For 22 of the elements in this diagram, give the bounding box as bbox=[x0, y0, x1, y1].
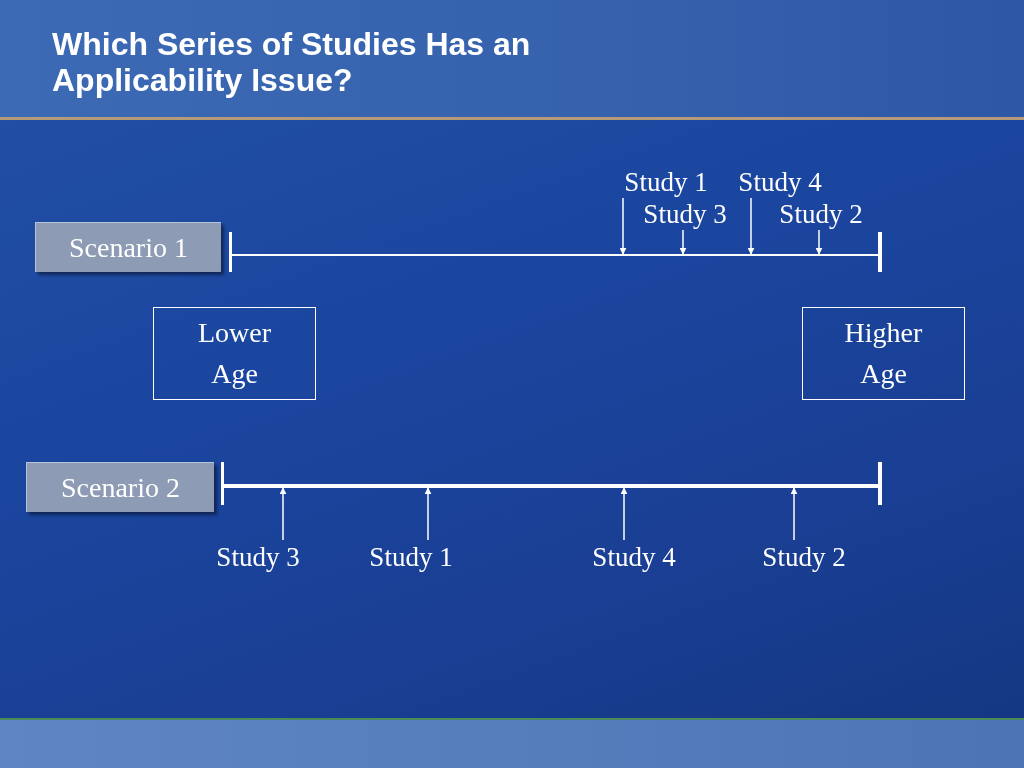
arrow bbox=[747, 197, 755, 255]
study-label: Study 2 bbox=[766, 198, 876, 230]
timeline-line bbox=[230, 254, 880, 256]
study-label: Study 4 bbox=[726, 166, 834, 198]
arrow bbox=[790, 487, 798, 541]
scenario-label: Scenario 2 bbox=[26, 462, 214, 512]
arrow bbox=[620, 487, 628, 541]
arrow bbox=[679, 229, 687, 255]
age-box: Higher Age bbox=[802, 307, 965, 400]
study-label: Study 1 bbox=[614, 166, 718, 198]
scenario-label: Scenario 1 bbox=[35, 222, 221, 272]
study-label: Study 4 bbox=[579, 540, 689, 574]
slide-title: Which Series of Studies Has an Applicability Issue? bbox=[52, 26, 532, 98]
study-label: Study 3 bbox=[631, 198, 739, 230]
arrow bbox=[424, 487, 432, 541]
arrow bbox=[619, 197, 627, 255]
arrow bbox=[279, 487, 287, 541]
arrow bbox=[815, 229, 823, 255]
age-box: Lower Age bbox=[153, 307, 316, 400]
study-label: Study 2 bbox=[749, 540, 859, 574]
study-label: Study 3 bbox=[203, 540, 313, 574]
study-label: Study 1 bbox=[356, 540, 466, 574]
